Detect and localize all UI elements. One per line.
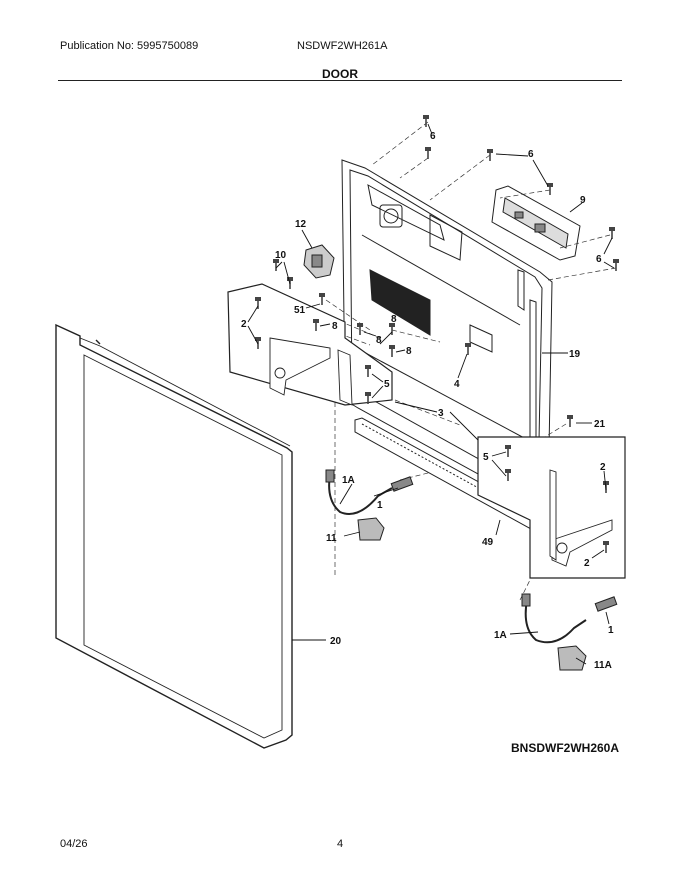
callout-6: 6 xyxy=(596,254,602,265)
publication-number: Publication No: 5995750089 xyxy=(60,40,199,52)
callout-51: 51 xyxy=(294,305,306,316)
leader-lines xyxy=(247,123,615,665)
model-number: NSDWF2WH261A xyxy=(297,40,388,52)
footer-date: 04/26 xyxy=(60,838,88,850)
header-rule xyxy=(58,80,622,81)
callout-6: 6 xyxy=(430,131,436,142)
diagram-code: BNSDWF2WH260A xyxy=(511,741,620,755)
inner-door-panel xyxy=(341,159,553,509)
callout-5: 5 xyxy=(384,379,390,390)
callout-11: 11 xyxy=(326,533,337,544)
bracket-11A xyxy=(557,645,587,671)
callout-3: 3 xyxy=(438,408,444,419)
callout-20: 20 xyxy=(330,636,342,647)
left-hinge-box xyxy=(227,283,393,406)
callout-12: 12 xyxy=(295,219,307,230)
door-cable-right xyxy=(521,593,618,644)
callout-4: 4 xyxy=(454,379,460,390)
callout-1: 1 xyxy=(377,500,383,511)
callout-2: 2 xyxy=(600,462,606,473)
page-number: 4 xyxy=(337,838,344,850)
callout-1A: 1A xyxy=(494,630,507,641)
callout-1: 1 xyxy=(608,625,614,636)
callout-19: 19 xyxy=(569,349,581,360)
callout-8: 8 xyxy=(376,335,382,346)
callout-9: 9 xyxy=(580,195,586,206)
callout-6: 6 xyxy=(528,149,534,160)
callout-1A: 1A xyxy=(342,475,355,486)
control-board xyxy=(491,185,581,261)
callout-11A: 11A xyxy=(594,660,612,671)
bracket-11 xyxy=(357,517,385,541)
section-title: DOOR xyxy=(322,67,358,81)
door-cable-left xyxy=(325,469,414,515)
callout-5: 5 xyxy=(483,452,489,463)
callout-8: 8 xyxy=(332,321,338,332)
callout-2: 2 xyxy=(241,319,247,330)
outer-door-panel xyxy=(55,323,293,749)
callout-8: 8 xyxy=(391,314,397,325)
callout-49: 49 xyxy=(482,537,494,548)
callouts: 6 6 9 6 12 10 51 2 8 8 8 8 19 4 5 3 21 5… xyxy=(241,131,614,671)
callout-10: 10 xyxy=(275,250,287,261)
door-latch xyxy=(303,244,335,279)
right-hinge-box xyxy=(477,436,626,579)
callout-8: 8 xyxy=(406,346,412,357)
callout-2: 2 xyxy=(584,558,590,569)
callout-21: 21 xyxy=(594,419,606,430)
